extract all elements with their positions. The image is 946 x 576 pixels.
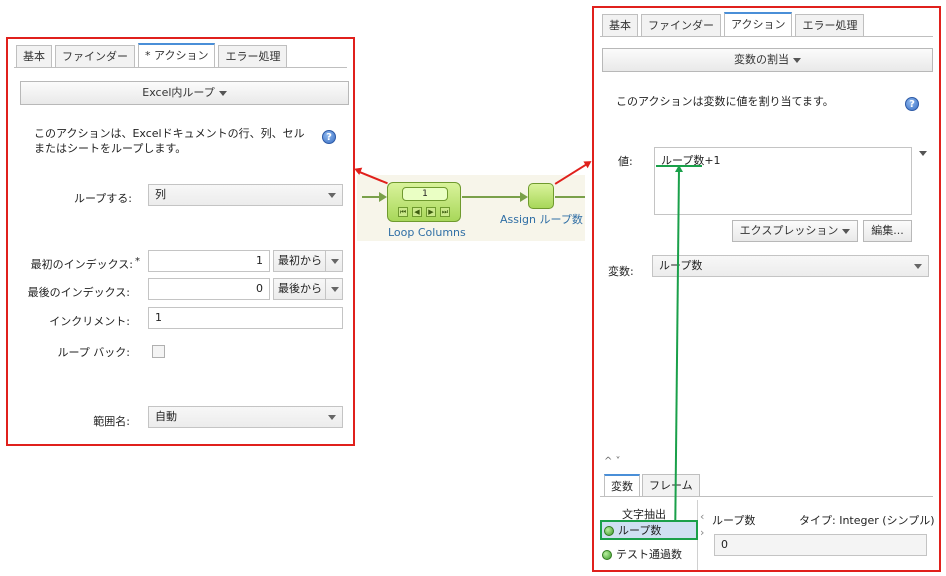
last-iteration-icon[interactable]: ⏭ (440, 207, 450, 217)
chevron-down-icon (793, 57, 801, 63)
tab-finder[interactable]: ファインダー (641, 14, 721, 36)
collapse-expand-icon[interactable]: ^ ˅ (604, 456, 621, 467)
flow-connector-out (555, 196, 585, 198)
expression-button[interactable]: エクスプレッション (732, 220, 858, 242)
tab-action[interactable]: * アクション (138, 43, 216, 67)
tab-basic[interactable]: 基本 (16, 45, 52, 67)
range-name-select[interactable]: 自動 (148, 406, 343, 428)
loop-action-panel: 基本 ファインダー * アクション エラー処理 Excel内ループ このアクショ… (6, 37, 355, 446)
value-expression-input[interactable]: ループ数+1 (654, 147, 912, 215)
chevron-down-icon[interactable] (919, 151, 927, 156)
last-index-mode-value: 最後から (278, 282, 322, 295)
increment-input[interactable]: 1 (148, 307, 343, 329)
chevron-down-icon (842, 228, 851, 234)
list-item-label: テスト通過数 (616, 548, 682, 561)
help-icon[interactable]: ? (322, 130, 336, 144)
value-label: 値: (618, 155, 633, 168)
right-tab-bar: 基本 ファインダー アクション エラー処理 (602, 12, 867, 36)
tab-basic[interactable]: 基本 (602, 14, 638, 36)
detail-variable-value[interactable]: 0 (714, 534, 927, 556)
detail-variable-name: ループ数 (712, 514, 756, 527)
previous-iteration-icon[interactable]: ◀ (412, 207, 422, 217)
loop-columns-label: Loop Columns (388, 226, 466, 239)
variable-icon (604, 526, 614, 536)
list-item-selected[interactable]: ループ数 (600, 520, 698, 540)
loop-type-select[interactable]: 列 (148, 184, 343, 206)
last-index-input[interactable]: 0 (148, 278, 270, 300)
action-type-label: Excel内ループ (142, 86, 215, 99)
chevron-left-icon[interactable]: ‹ (700, 510, 705, 523)
chevron-down-icon (914, 264, 922, 269)
list-item[interactable]: 文字抽出 (622, 508, 666, 521)
help-icon[interactable]: ? (905, 97, 919, 111)
chevron-down-icon (331, 259, 339, 264)
edit-button[interactable]: 編集... (863, 220, 912, 242)
action-type-button[interactable]: Excel内ループ (20, 81, 349, 105)
chevron-down-icon (328, 193, 336, 198)
arrow-right-icon (379, 192, 387, 202)
description-line-2: またはシートをループします。 (34, 142, 187, 155)
loop-back-checkbox[interactable] (152, 345, 165, 358)
loop-label: ループする: (73, 192, 132, 205)
action-type-button[interactable]: 変数の割当 (602, 48, 933, 72)
bottom-tab-divider (600, 496, 933, 497)
chevron-right-icon[interactable]: › (700, 526, 705, 539)
flow-connector-mid (462, 196, 522, 198)
tab-frames[interactable]: フレーム (642, 474, 700, 496)
list-item[interactable]: テスト通過数 (602, 546, 682, 562)
arrow-right-icon (520, 192, 528, 202)
increment-label: インクリメント: (49, 315, 130, 328)
first-index-label: 最初のインデックス:* (18, 256, 140, 272)
first-iteration-icon[interactable]: ⏮ (398, 207, 408, 217)
bottom-tab-bar: 変数 フレーム (604, 474, 702, 496)
assign-node[interactable] (528, 183, 554, 209)
expression-button-label: エクスプレッション (739, 224, 839, 237)
range-name-label: 範囲名: (93, 415, 130, 428)
variable-label: 変数: (608, 265, 634, 278)
action-description: このアクションは変数に値を割り当てます。 (616, 95, 834, 108)
variable-list: 文字抽出 ループ数 テスト通過数 (600, 500, 698, 570)
variable-select[interactable]: ループ数 (652, 255, 929, 277)
last-index-mode-select[interactable]: 最後から (273, 278, 343, 300)
variable-icon (602, 550, 612, 560)
assign-node-label: Assign ループ数 (500, 213, 583, 226)
range-name-value: 自動 (155, 410, 177, 423)
mode-divider (325, 279, 326, 299)
chevron-down-icon (328, 415, 336, 420)
tab-variables[interactable]: 変数 (604, 474, 640, 496)
flow-connector-in (362, 196, 382, 198)
last-index-label: 最後のインデックス: (27, 286, 130, 299)
list-item-label: ループ数 (618, 524, 662, 537)
required-star: * (135, 256, 140, 267)
tab-action[interactable]: アクション (724, 12, 793, 36)
variable-value: ループ数 (659, 259, 703, 272)
tab-finder[interactable]: ファインダー (55, 45, 135, 67)
next-iteration-icon[interactable]: ▶ (426, 207, 436, 217)
tab-error-handling[interactable]: エラー処理 (795, 14, 865, 36)
assign-action-panel: 基本 ファインダー アクション エラー処理 変数の割当 このアクションは変数に値… (592, 6, 941, 572)
arrow-up-icon (675, 165, 683, 172)
first-index-input[interactable]: 1 (148, 250, 270, 272)
first-index-mode-value: 最初から (278, 254, 322, 267)
first-index-label-text: 最初のインデックス: (30, 258, 133, 271)
left-tab-bar: 基本 ファインダー * アクション エラー処理 (16, 43, 290, 67)
mode-divider (325, 251, 326, 271)
loop-columns-node[interactable]: 1 ⏮ ◀ ▶ ⏭ (387, 182, 461, 222)
tab-divider (600, 36, 933, 37)
value-expression-text: ループ数+1 (661, 154, 721, 167)
tab-divider (14, 67, 347, 68)
loop-type-value: 列 (155, 188, 166, 201)
description-line-1: このアクションは、Excelドキュメントの行、列、セル (34, 127, 305, 140)
first-index-mode-select[interactable]: 最初から (273, 250, 343, 272)
loop-counter: 1 (402, 187, 448, 201)
loop-back-label: ループ バック: (57, 346, 130, 359)
action-description: このアクションは、Excelドキュメントの行、列、セル またはシートをループしま… (34, 126, 314, 156)
chevron-down-icon (218, 90, 227, 96)
detail-variable-type: タイプ: Integer (シンプル) (799, 514, 935, 527)
tab-error-handling[interactable]: エラー処理 (218, 45, 288, 67)
chevron-down-icon (331, 287, 339, 292)
action-type-label: 変数の割当 (734, 53, 789, 66)
